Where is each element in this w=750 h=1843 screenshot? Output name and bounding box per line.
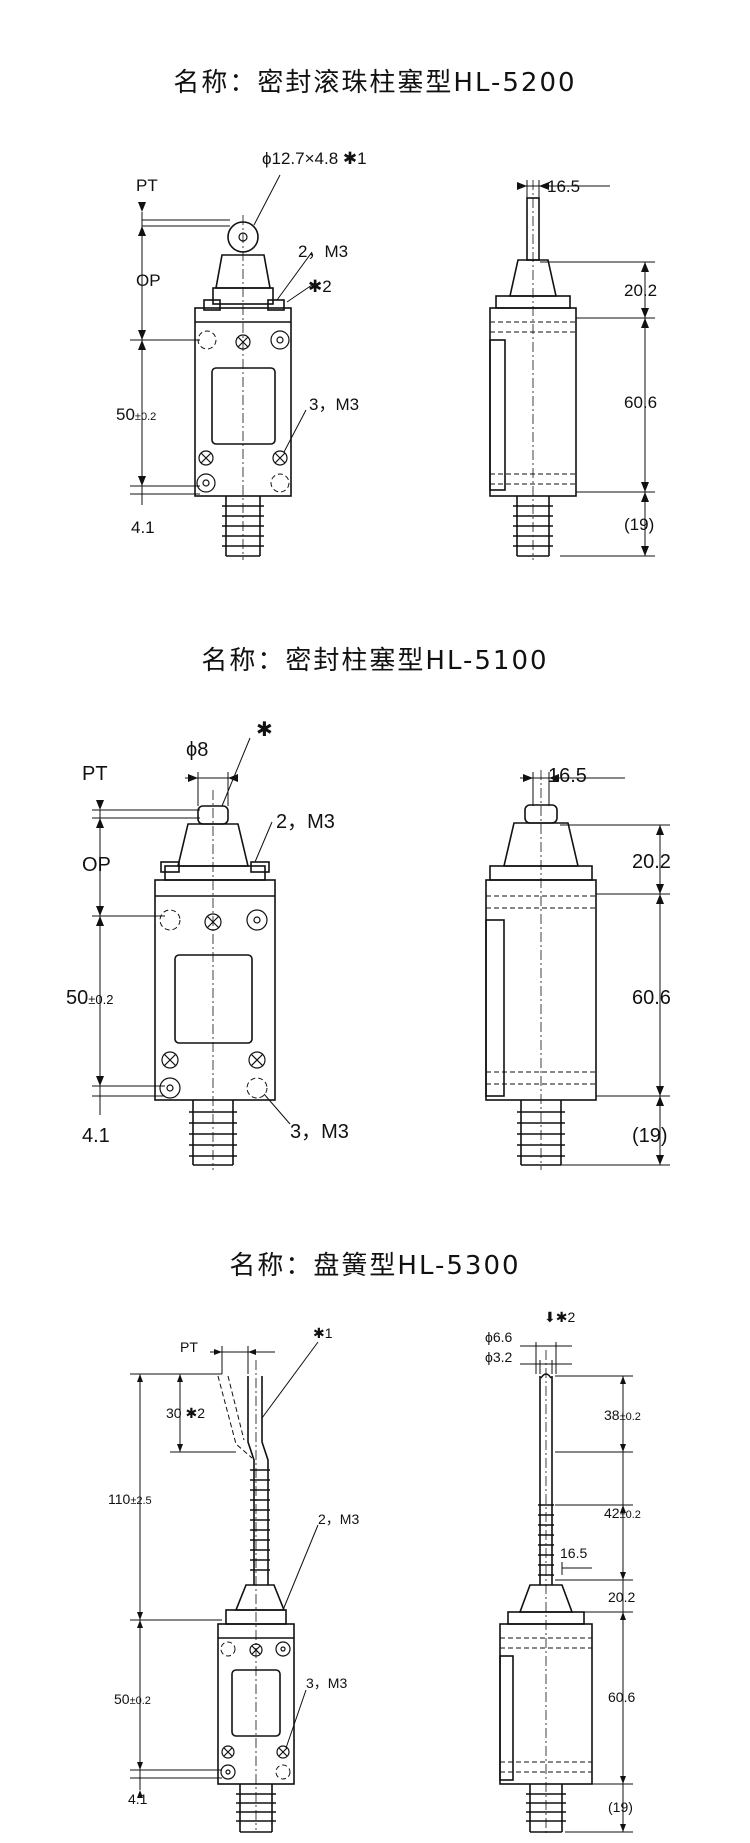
op-label: OP [136,271,161,290]
arrow-note-label: ⬇✱2 [544,1309,576,1325]
total-length-label: 110±2.5 [108,1491,152,1507]
height-label: 50±0.2 [66,987,114,1009]
mount-bottom-label: 3，M3 [309,395,360,414]
mount-top-label: 2，M3 [298,242,349,261]
mount-bottom-label: 3，M3 [290,1121,349,1143]
note1-label: ✱1 [313,1325,333,1341]
pt-label: PT [180,1339,198,1355]
roller-dim-label: ϕ12.7×4.8 ✱1 [262,149,367,168]
mount-bottom-label: 3，M3 [306,1675,348,1691]
star-label: ✱ [256,719,273,741]
pt-label: PT [82,763,108,785]
mount-top-label: 2，M3 [276,811,335,833]
body-height-label: 60.6 [608,1689,636,1705]
conduit-label: (19) [624,515,655,534]
note2-label: ✱2 [308,277,332,296]
mount-top-label: 2，M3 [318,1511,360,1527]
height-label: 50±0.2 [116,405,157,424]
height-label: 50±0.2 [114,1691,151,1707]
width-label: 16.5 [547,177,581,196]
plunger-height-label: 20.2 [632,851,671,873]
travel-label: 30 ✱2 [166,1405,205,1421]
plunger-dia-label: ϕ8 [186,739,209,761]
width-label: 16.5 [548,765,587,787]
offset-label: 4.1 [82,1125,110,1147]
pt-label: PT [136,176,158,195]
plunger-height-label: 20.2 [608,1589,636,1605]
title-hl5200: 名称：密封滚珠柱塞型HL-5200 [173,68,577,98]
spring2-label: 42±0.2 [604,1505,641,1521]
inner-dia-label: ϕ3.2 [485,1349,513,1365]
conduit-label: (19) [632,1125,668,1147]
offset-label: 4.1 [128,1791,148,1807]
title-hl5100: 名称：密封柱塞型HL-5100 [201,646,549,676]
conduit-label: (19) [608,1799,633,1815]
offset-label: 4.1 [131,518,155,537]
op-label: OP [82,854,111,876]
body-height-label: 60.6 [624,393,658,412]
spring1-label: 38±0.2 [604,1407,641,1423]
outer-dia-label: ϕ6.6 [485,1329,513,1345]
body-height-label: 60.6 [632,987,671,1009]
title-hl5300: 名称：盘簧型HL-5300 [229,1251,521,1281]
width-label: 16.5 [560,1545,588,1561]
plunger-height-label: 20.2 [624,281,658,300]
